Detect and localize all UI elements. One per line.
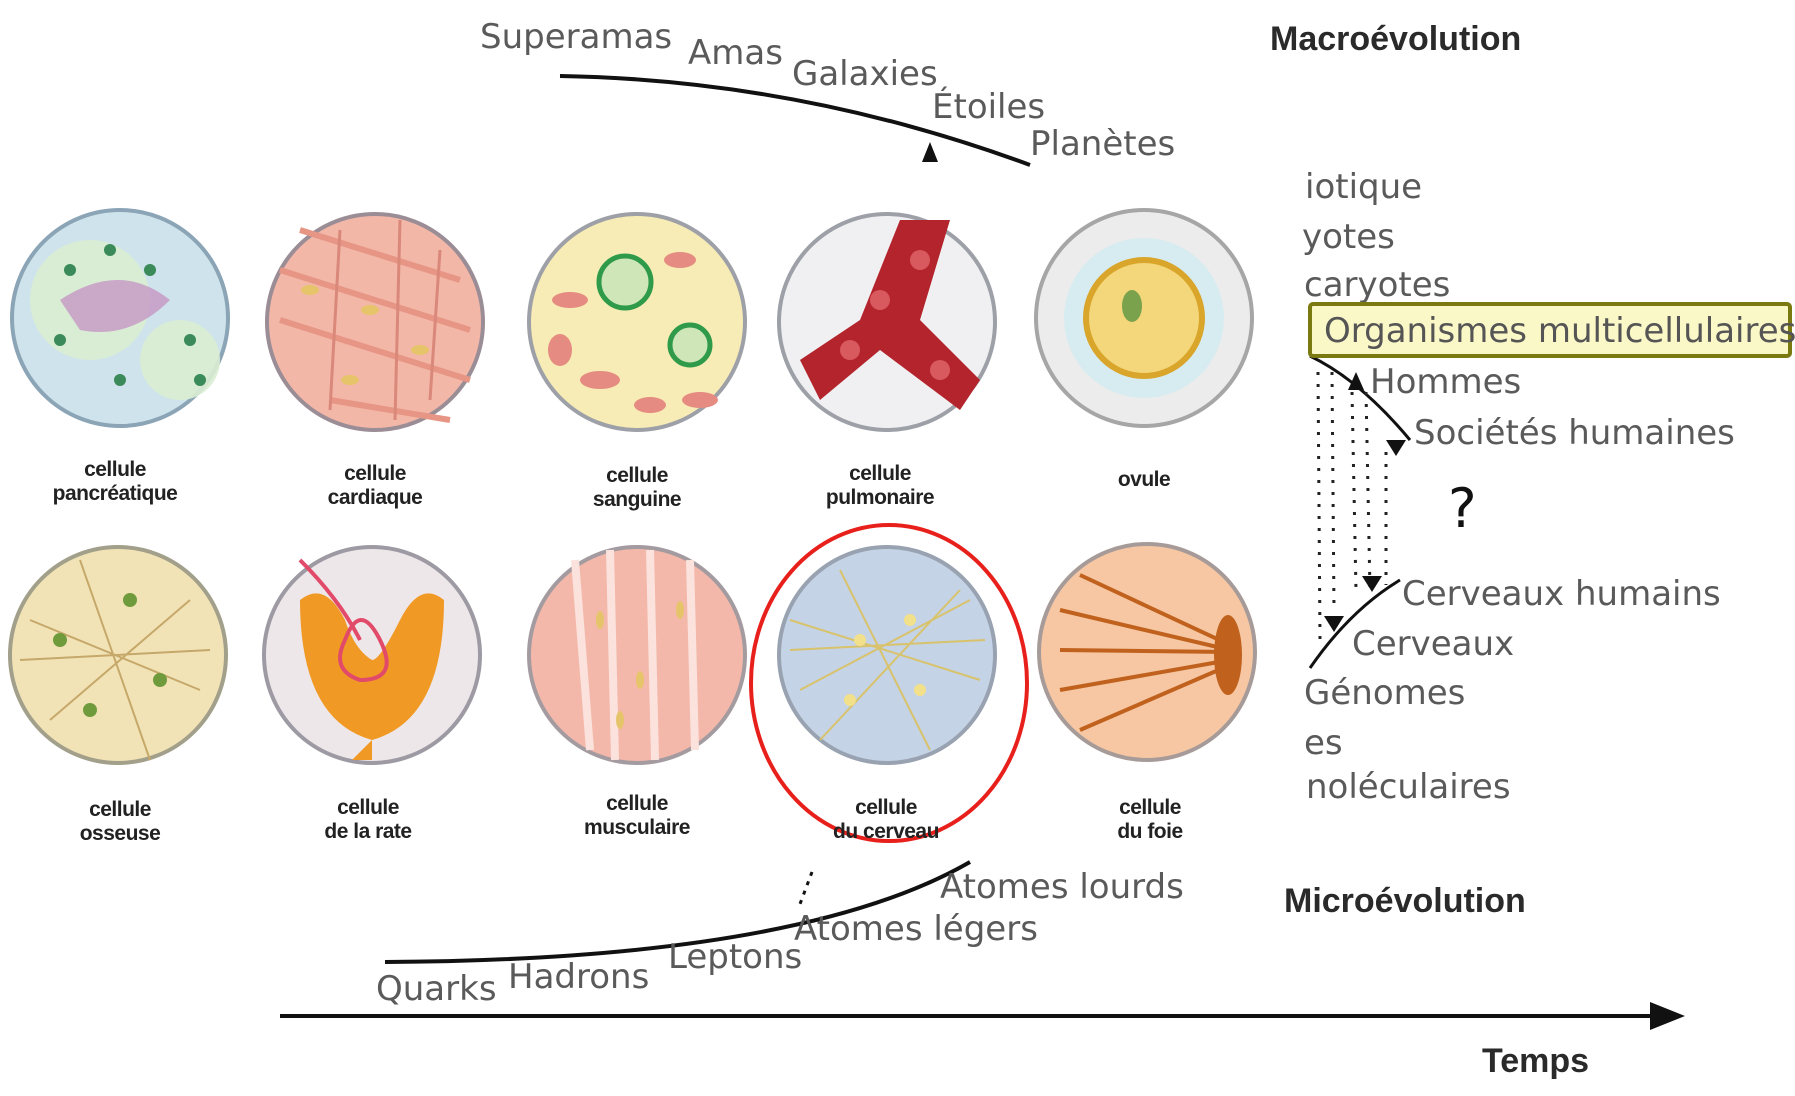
cell-illustration-spleen bbox=[264, 547, 480, 763]
cell-illustration-muscle bbox=[529, 547, 745, 763]
cell-illustration-brain bbox=[779, 547, 995, 763]
label-quarks: Quarks bbox=[376, 972, 497, 1006]
caption-line: cellule bbox=[0, 798, 240, 822]
dotted-line-2 bbox=[1332, 372, 1334, 610]
multicellular-highlight-box: Organismes multicellulaires bbox=[1308, 302, 1792, 358]
label-etoiles: Étoiles bbox=[932, 90, 1045, 124]
caption-cardiaque: cellule cardiaque bbox=[255, 462, 495, 510]
cell-illustration-pulmonary bbox=[779, 214, 995, 430]
caption-du-foie: cellule du foie bbox=[1030, 796, 1270, 844]
caption-pancreatique: cellule pancréatique bbox=[0, 458, 235, 506]
caption-line: cellule bbox=[1030, 796, 1270, 820]
caption-osseuse: cellule osseuse bbox=[0, 798, 240, 846]
label-societes-humaines: Sociétés humaines bbox=[1414, 416, 1735, 450]
label-genomes: Génomes bbox=[1304, 676, 1465, 710]
caption-line: pulmonaire bbox=[760, 486, 1000, 510]
caption-line: cellule bbox=[248, 796, 488, 820]
caption-line: musculaire bbox=[517, 816, 757, 840]
label-superamas: Superamas bbox=[480, 20, 672, 54]
dotted-line-3 bbox=[1352, 392, 1356, 590]
caption-line: ovule bbox=[1024, 468, 1264, 492]
cell-illustration-liver bbox=[1039, 544, 1255, 760]
label-atomes-legers: Atomes légers bbox=[794, 912, 1038, 946]
label-hommes: Hommes bbox=[1370, 365, 1521, 399]
label-cellules: es bbox=[1304, 726, 1343, 760]
caption-line: de la rate bbox=[248, 820, 488, 844]
caption-musculaire: cellule musculaire bbox=[517, 792, 757, 840]
question-mark: ? bbox=[1448, 482, 1477, 536]
bio-arrow-down-2 bbox=[1362, 576, 1382, 592]
caption-line: du cerveau bbox=[766, 820, 1006, 844]
caption-ovule: ovule bbox=[1024, 468, 1264, 492]
caption-line: sanguine bbox=[517, 488, 757, 512]
label-prebiotique: iotique bbox=[1305, 170, 1422, 204]
label-eucaryotes: caryotes bbox=[1304, 268, 1450, 302]
macro-curve-arrow bbox=[922, 142, 938, 162]
caption-line: du foie bbox=[1030, 820, 1270, 844]
label-procaryotes: yotes bbox=[1302, 220, 1395, 254]
label-atomes-lourds: Atomes lourds bbox=[940, 870, 1184, 904]
caption-line: cellule bbox=[0, 458, 235, 482]
time-arrow-head bbox=[1650, 1002, 1685, 1030]
caption-de-la-rate: cellule de la rate bbox=[248, 796, 488, 844]
cell-illustration-blood bbox=[529, 214, 745, 430]
bio-arrow-down-1 bbox=[1386, 440, 1406, 456]
label-moleculaires: noléculaires bbox=[1306, 770, 1511, 804]
caption-line: cellule bbox=[766, 796, 1006, 820]
caption-line: osseuse bbox=[0, 822, 240, 846]
label-hadrons: Hadrons bbox=[508, 960, 649, 994]
microevolution-title: Microévolution bbox=[1284, 884, 1526, 918]
caption-line: pancréatique bbox=[0, 482, 235, 506]
label-organismes-multicellulaires: Organismes multicellulaires bbox=[1324, 314, 1795, 348]
caption-line: cellule bbox=[760, 462, 1000, 486]
cell-illustration-bone bbox=[10, 547, 226, 763]
caption-line: cardiaque bbox=[255, 486, 495, 510]
label-cerveaux: Cerveaux bbox=[1352, 627, 1514, 661]
dotted-line-1 bbox=[1318, 372, 1320, 640]
time-axis-label: Temps bbox=[1482, 1044, 1589, 1078]
caption-du-cerveau: cellule du cerveau bbox=[766, 796, 1006, 844]
label-leptons: Leptons bbox=[668, 940, 802, 974]
label-cerveaux-humains: Cerveaux humains bbox=[1402, 577, 1721, 611]
label-planetes: Planètes bbox=[1030, 127, 1175, 161]
caption-pulmonaire: cellule pulmonaire bbox=[760, 462, 1000, 510]
label-galaxies: Galaxies bbox=[792, 57, 938, 91]
dotted-line-4 bbox=[1366, 392, 1370, 590]
caption-line: cellule bbox=[517, 464, 757, 488]
caption-sanguine: cellule sanguine bbox=[517, 464, 757, 512]
cell-illustration-cardiac bbox=[267, 214, 483, 430]
macroevolution-title: Macroévolution bbox=[1270, 22, 1521, 56]
micro-dotted-link bbox=[800, 872, 812, 904]
caption-line: cellule bbox=[517, 792, 757, 816]
label-amas: Amas bbox=[688, 36, 783, 70]
cell-illustration-ovum bbox=[1036, 210, 1252, 426]
cell-illustration-pancreatic bbox=[12, 210, 228, 426]
caption-line: cellule bbox=[255, 462, 495, 486]
